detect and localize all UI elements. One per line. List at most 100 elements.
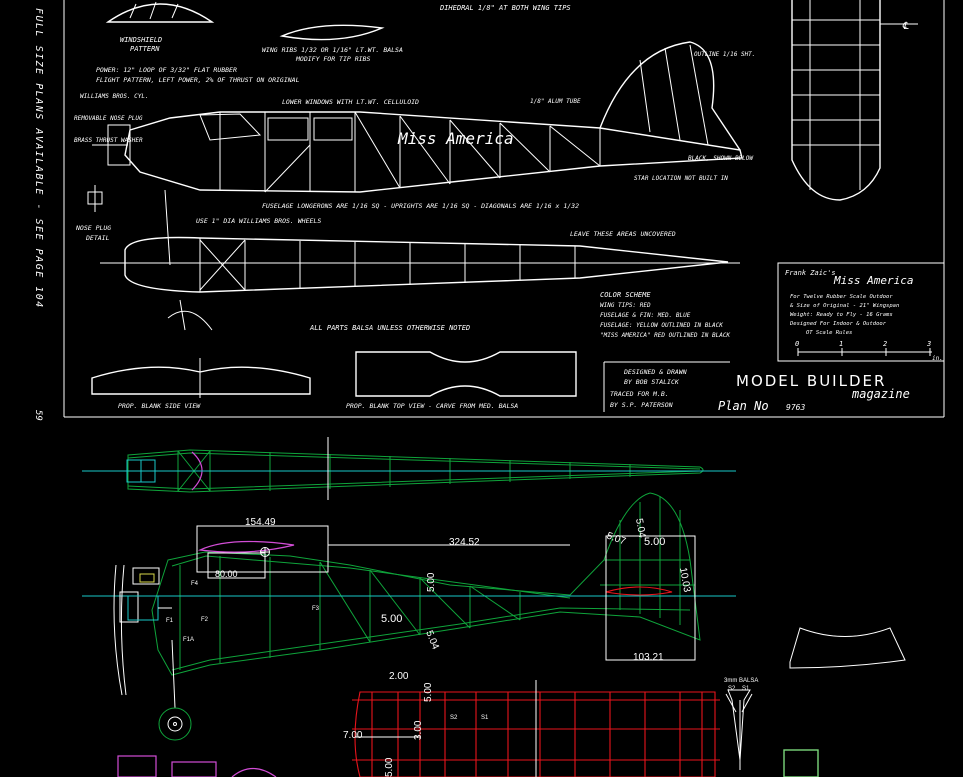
cad-dimensions: 154.49 324.52 80.00 5.00 5.00 5.04 5.07 …	[215, 517, 758, 777]
page-number: 59	[33, 410, 43, 421]
cad-part-labels: F1 F2 F1A F4 F3 S2 S1 S2 S1	[166, 581, 750, 721]
flight-note: FLIGHT PATTERN, LEFT POWER, 2% OF THRUST…	[96, 76, 300, 84]
plan-label: Plan No	[718, 399, 769, 413]
cad-fin-dimension-box	[605, 535, 696, 661]
scale-0: 0	[795, 340, 799, 348]
windshield-title: WINDSHIELD	[120, 36, 162, 44]
centerline-mark: ℄	[902, 21, 909, 32]
dihedral-note: DIHEDRAL 1/8" AT BOTH WING TIPS	[439, 4, 571, 12]
prop-side-label: PROP. BLANK SIDE VIEW	[118, 402, 201, 410]
wing-rib-drawing: WING RIBS 1/32 OR 1/16" LT.WT. BALSA MOD…	[262, 24, 403, 63]
title-frank: Frank Zaic's	[785, 269, 836, 277]
dim-5-b: 5.00	[381, 613, 402, 625]
cad-fuselage-top-view	[82, 437, 736, 500]
fuselage-logo: Miss America	[397, 129, 514, 148]
wheel-detail	[167, 299, 213, 331]
scale-unit: in.	[932, 355, 943, 362]
color-scheme: COLOR SCHEME WING TIPS: RED FUSELAGE & F…	[600, 291, 730, 339]
fuselage-side-view-scan: Miss America	[92, 41, 743, 266]
nose-plug-label-1: NOSE PLUG	[75, 224, 111, 232]
nose-plug-detail: NOSE PLUG DETAIL	[75, 185, 111, 242]
dim-5-04: 5.04	[423, 629, 441, 652]
scale-3: 3	[926, 340, 931, 348]
designed-4: BY S.P. PATERSON	[610, 401, 673, 409]
title-name: Miss America	[833, 274, 913, 287]
prop-blank-side: PROP. BLANK SIDE VIEW	[91, 358, 311, 410]
title-line1: For Twelve Rubber Scale Outdoor	[790, 294, 893, 300]
brass-note: BRASS THRUST WASHER	[74, 137, 143, 144]
cad-fuselage-side-view	[82, 492, 736, 741]
scale-1: 1	[839, 340, 843, 348]
plan-number: 9763	[786, 403, 805, 412]
cad-airfoil	[196, 525, 570, 579]
windows-note: LOWER WINDOWS WITH LT.WT. CELLULOID	[282, 98, 419, 106]
title-block: Frank Zaic's Miss America For Twelve Rub…	[718, 262, 945, 413]
dim-2: 2.00	[389, 671, 409, 682]
wheels-note: USE 1" DIA WILLIAMS BROS. WHEELS	[196, 217, 321, 225]
wing-ribs-note-1: WING RIBS 1/32 OR 1/16" LT.WT. BALSA	[262, 46, 403, 54]
wing-plan-scan: ℄	[791, 0, 918, 201]
color-scheme-1: WING TIPS: RED	[600, 302, 651, 309]
dim-5-04-b: 5.04	[633, 518, 647, 540]
dim-7: 7.00	[343, 730, 363, 741]
dim-10-03: 10.03	[677, 567, 692, 594]
uncovered-note: LEAVE THESE AREAS UNCOVERED	[570, 230, 676, 238]
title-line3: Weight: Ready to Fly - 16 Grams	[790, 312, 893, 318]
fuselage-note: FUSELAGE LONGERONS ARE 1/16 SQ - UPRIGHT…	[262, 202, 579, 210]
all-parts-note: ALL PARTS BALSA UNLESS OTHERWISE NOTED	[309, 324, 470, 332]
dim-5-d: 5.00	[423, 682, 434, 702]
color-scheme-2: FUSELAGE & FIN: MED. BLUE	[600, 312, 691, 319]
cad-small-parts	[117, 749, 819, 777]
magazine-word: magazine	[851, 387, 910, 401]
color-scheme-4: "MISS AMERICA" RED OUTLINED IN BLACK	[600, 332, 730, 339]
dim-324: 324.52	[449, 537, 480, 548]
balsa-label: 3mm BALSA	[724, 678, 758, 684]
label-s1-rib: S1	[742, 686, 750, 692]
dim-3: 3.00	[413, 720, 424, 740]
label-f3: F3	[312, 606, 320, 612]
alum-tube-note: 1/8" ALUM TUBE	[530, 98, 581, 105]
fuselage-top-view-scan	[100, 236, 740, 293]
prop-top-label: PROP. BLANK TOP VIEW - CARVE FROM MED. B…	[346, 402, 518, 410]
nose-plug-note: REMOVABLE NOSE PLUG	[74, 115, 143, 122]
dim-5-e: 5.00	[384, 757, 395, 777]
magazine-name: MODEL BUILDER	[736, 372, 886, 390]
label-f1: F1	[166, 618, 174, 624]
windshield-pattern: WINDSHIELD PATTERN	[105, 1, 215, 53]
power-note: POWER: 12" LOOP OF 3/32" FLAT RUBBER	[96, 66, 237, 74]
designed-2: BY BOB STALICK	[624, 378, 680, 386]
prop-blank-top: PROP. BLANK TOP VIEW - CARVE FROM MED. B…	[346, 351, 577, 410]
black-outline-note: BLACK, SHOWN BELOW	[688, 155, 754, 162]
dim-5-c: 5.00	[644, 536, 665, 548]
cad-rib-profile	[725, 689, 753, 770]
star-note: STAR LOCATION NOT BUILT IN	[634, 175, 728, 182]
side-banner: FULL SIZE PLANS AVAILABLE - SEE PAGE 104	[33, 8, 44, 309]
dim-103-21: 103.21	[633, 652, 664, 663]
title-line4: Designed For Indoor & Outdoor	[789, 321, 887, 327]
windshield-sub: PATTERN	[130, 45, 160, 53]
label-s2: S2	[450, 715, 458, 721]
scale-2: 2	[883, 340, 887, 348]
designed-1: DESIGNED & DRAWN	[623, 368, 687, 376]
williams-note: WILLIAMS BROS. CYL.	[80, 93, 149, 100]
nose-plug-label-2: DETAIL	[85, 234, 110, 242]
designer-credit: DESIGNED & DRAWN BY BOB STALICK TRACED F…	[603, 361, 730, 412]
label-f1a: F1A	[183, 637, 194, 643]
outline-note: OUTLINE 1/16 SHT.	[694, 51, 755, 58]
label-s1: S1	[481, 715, 489, 721]
dim-80: 80.00	[215, 569, 238, 579]
dim-5-07: 5.07	[605, 530, 627, 547]
color-scheme-3: FUSELAGE: YELLOW OUTLINED IN BLACK	[600, 322, 723, 329]
label-f4: F4	[191, 581, 199, 587]
title-line5: OT Scale Rules	[806, 330, 852, 336]
label-s2-rib: S2	[728, 686, 736, 692]
designed-3: TRACED FOR M.B.	[610, 390, 669, 398]
label-f2: F2	[201, 617, 209, 623]
dim-5-a: 5.00	[426, 572, 437, 592]
cad-wing-plan	[352, 680, 720, 777]
dim-154: 154.49	[245, 517, 276, 528]
cad-prop-blank	[789, 627, 906, 669]
title-line2: & Size of Original - 21" Wingspan	[789, 303, 899, 309]
color-scheme-title: COLOR SCHEME	[600, 291, 651, 299]
